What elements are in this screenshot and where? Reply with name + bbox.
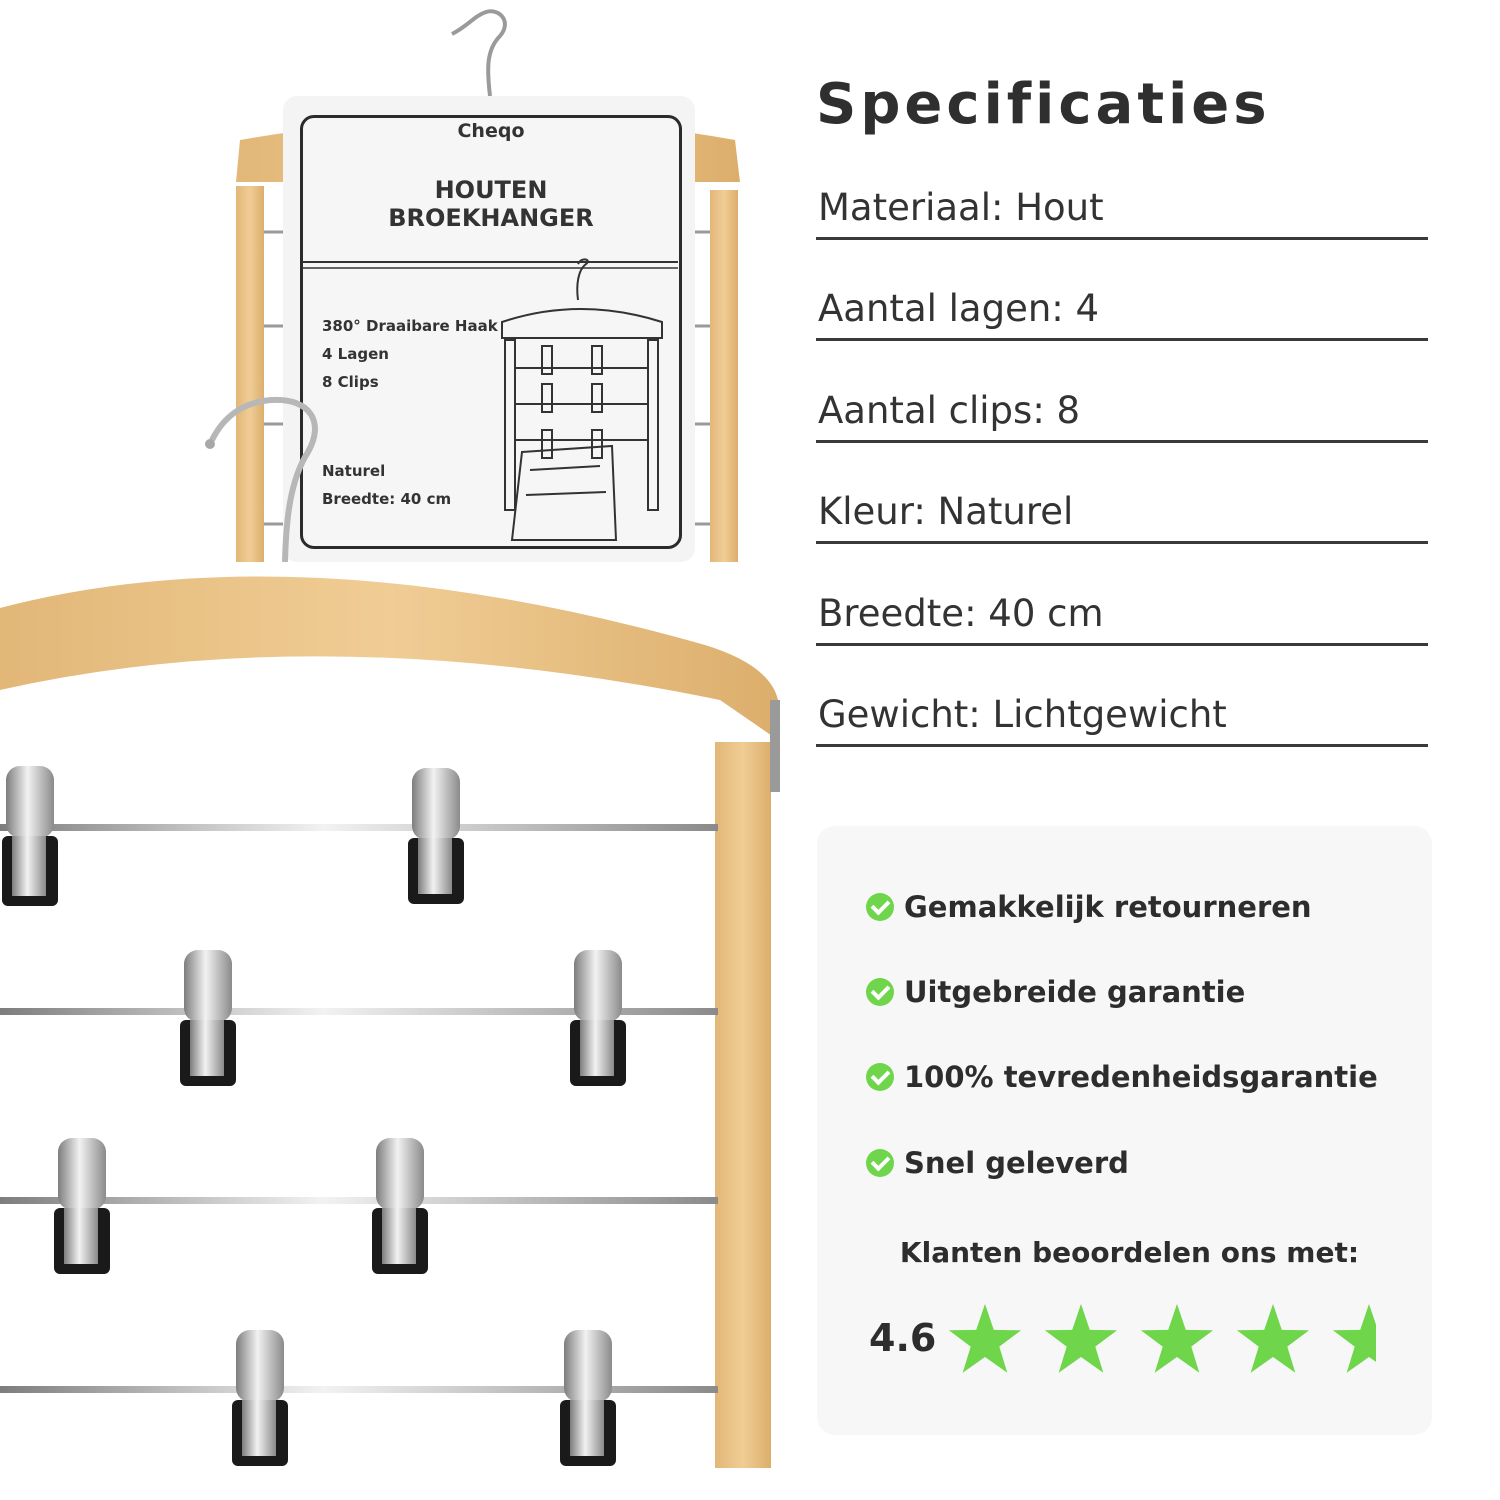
clips (2, 766, 626, 1466)
spec-row-clips: Aantal clips: 8 (816, 389, 1428, 443)
spec-label: Kleur: Naturel (818, 490, 1074, 533)
guarantee-item-satisfaction: 100% tevredenheidsgarantie (866, 1060, 1378, 1094)
star-icon (948, 1304, 1022, 1373)
spec-row-layers: Aantal lagen: 4 (816, 287, 1428, 341)
package-title-line2: BROEKHANGER (388, 204, 594, 232)
rating-stars (948, 1304, 1376, 1373)
back-hook-icon (451, 9, 507, 97)
spec-label: Breedte: 40 cm (818, 592, 1104, 635)
package-hanger-sketch (501, 258, 663, 541)
package-color: Naturel (322, 462, 386, 480)
check-circle-icon (866, 1063, 894, 1091)
spec-label: Aantal lagen: 4 (818, 287, 1100, 330)
guarantee-label: 100% tevredenheidsgarantie (904, 1060, 1378, 1094)
partial-star-icon (1332, 1304, 1376, 1373)
guarantee-label: Gemakkelijk retourneren (904, 890, 1312, 924)
package-width: Breedte: 40 cm (322, 490, 452, 508)
spec-label: Aantal clips: 8 (818, 389, 1081, 432)
star-icon (1140, 1304, 1214, 1373)
spec-row-weight: Gewicht: Lichtgewicht (816, 693, 1428, 747)
spec-label: Gewicht: Lichtgewicht (818, 693, 1227, 736)
guarantee-item-returns: Gemakkelijk retourneren (866, 890, 1312, 924)
star-icon (1236, 1304, 1310, 1373)
package-title-line1: HOUTEN (434, 176, 548, 204)
check-circle-icon (866, 893, 894, 921)
spec-row-width: Breedte: 40 cm (816, 592, 1428, 646)
package-feature-clips: 8 Clips (322, 373, 379, 391)
specs-title: Specificaties (816, 72, 1271, 137)
package-label-frame (300, 115, 682, 549)
bars (0, 824, 718, 1393)
package-brand: Cheqo (457, 120, 525, 142)
guarantee-label: Snel geleverd (904, 1146, 1129, 1180)
check-circle-icon (866, 978, 894, 1006)
star-icon (1044, 1304, 1118, 1373)
spec-row-material: Materiaal: Hout (816, 186, 1428, 240)
product-photo: Cheqo HOUTEN BROEKHANGER 380° Draaibare … (0, 9, 780, 1468)
guarantee-label: Uitgebreide garantie (904, 975, 1246, 1009)
rating-value: 4.6 (869, 1316, 937, 1360)
hook-icon (209, 396, 318, 563)
rating-caption: Klanten beoordelen ons met: (899, 1236, 1360, 1269)
front-hanger-illustration (0, 258, 780, 1468)
spec-row-color: Kleur: Naturel (816, 490, 1428, 544)
check-circle-icon (866, 1149, 894, 1177)
spec-label: Materiaal: Hout (818, 186, 1104, 229)
package-feature-hook: 380° Draaibare Haak (322, 317, 498, 335)
guarantee-item-warranty: Uitgebreide garantie (866, 975, 1245, 1009)
guarantees-box (817, 826, 1432, 1435)
guarantee-item-delivery: Snel geleverd (866, 1146, 1129, 1180)
package-title: HOUTEN BROEKHANGER (300, 176, 682, 232)
package-feature-layers: 4 Lagen (322, 345, 389, 363)
